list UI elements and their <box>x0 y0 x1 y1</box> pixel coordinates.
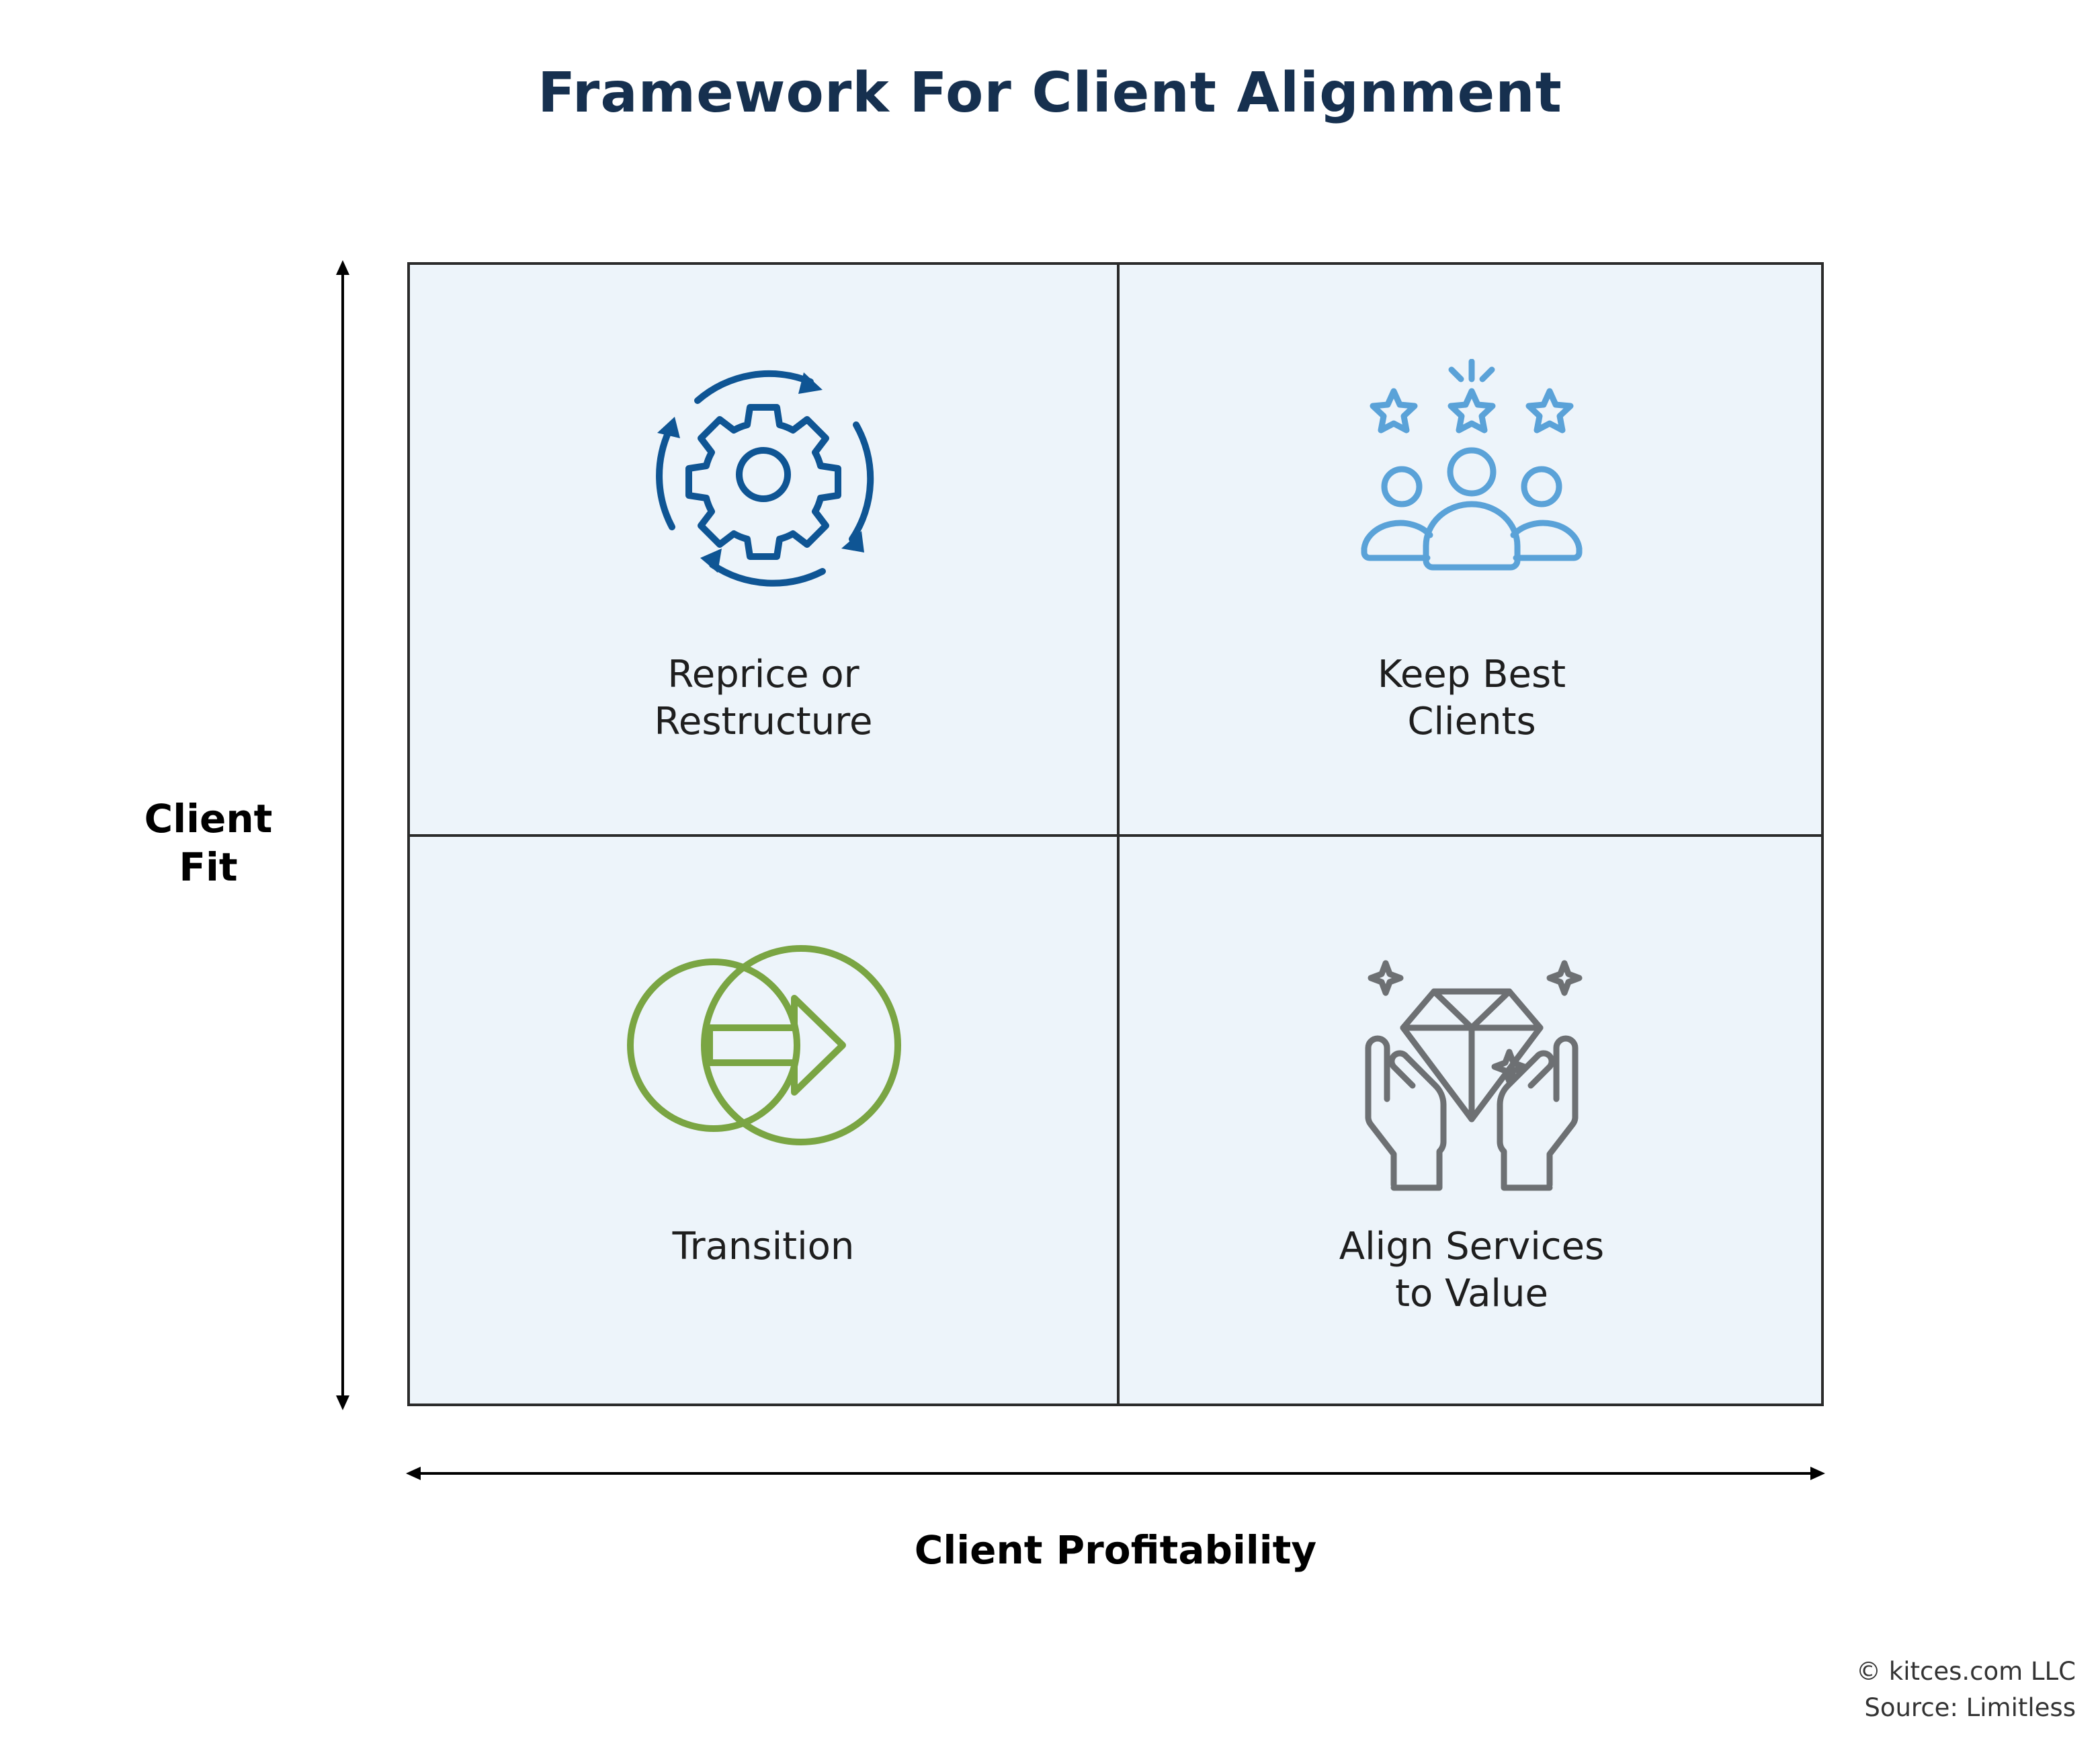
chart-title: Framework For Client Alignment <box>538 61 1562 125</box>
y-axis-arrow <box>336 260 349 1410</box>
quadrant-grid: Reprice or Restructure Keep <box>407 262 1824 1406</box>
quadrant-reprice-or-restructure: Reprice or Restructure <box>410 265 1117 834</box>
diamond-hands-icon <box>1365 960 1583 1191</box>
rated-team-icon <box>1361 359 1583 571</box>
quadrant-keep-best-clients: Keep Best Clients <box>1120 265 1824 834</box>
x-axis-arrow <box>406 1467 1825 1480</box>
y-axis-label: Client Fit <box>144 796 273 890</box>
quadrant-label: Align Services to Value <box>1339 1225 1605 1315</box>
quadrant-label: Reprice or Restructure <box>654 653 873 743</box>
copyright-text: © kitces.com LLC <box>1856 1657 2076 1686</box>
gear-cycle-icon <box>656 370 874 587</box>
horizontal-divider <box>410 834 1821 837</box>
x-axis-label: Client Profitability <box>914 1527 1317 1573</box>
source-text: Source: Limitless <box>1864 1693 2076 1722</box>
transition-arrow-icon <box>627 945 901 1145</box>
quadrant-align-services-to-value: Align Services to Value <box>1120 837 1824 1404</box>
quadrant-transition: Transition <box>410 837 1117 1404</box>
quadrant-label: Keep Best Clients <box>1377 653 1566 743</box>
quadrant-label: Transition <box>672 1225 855 1268</box>
